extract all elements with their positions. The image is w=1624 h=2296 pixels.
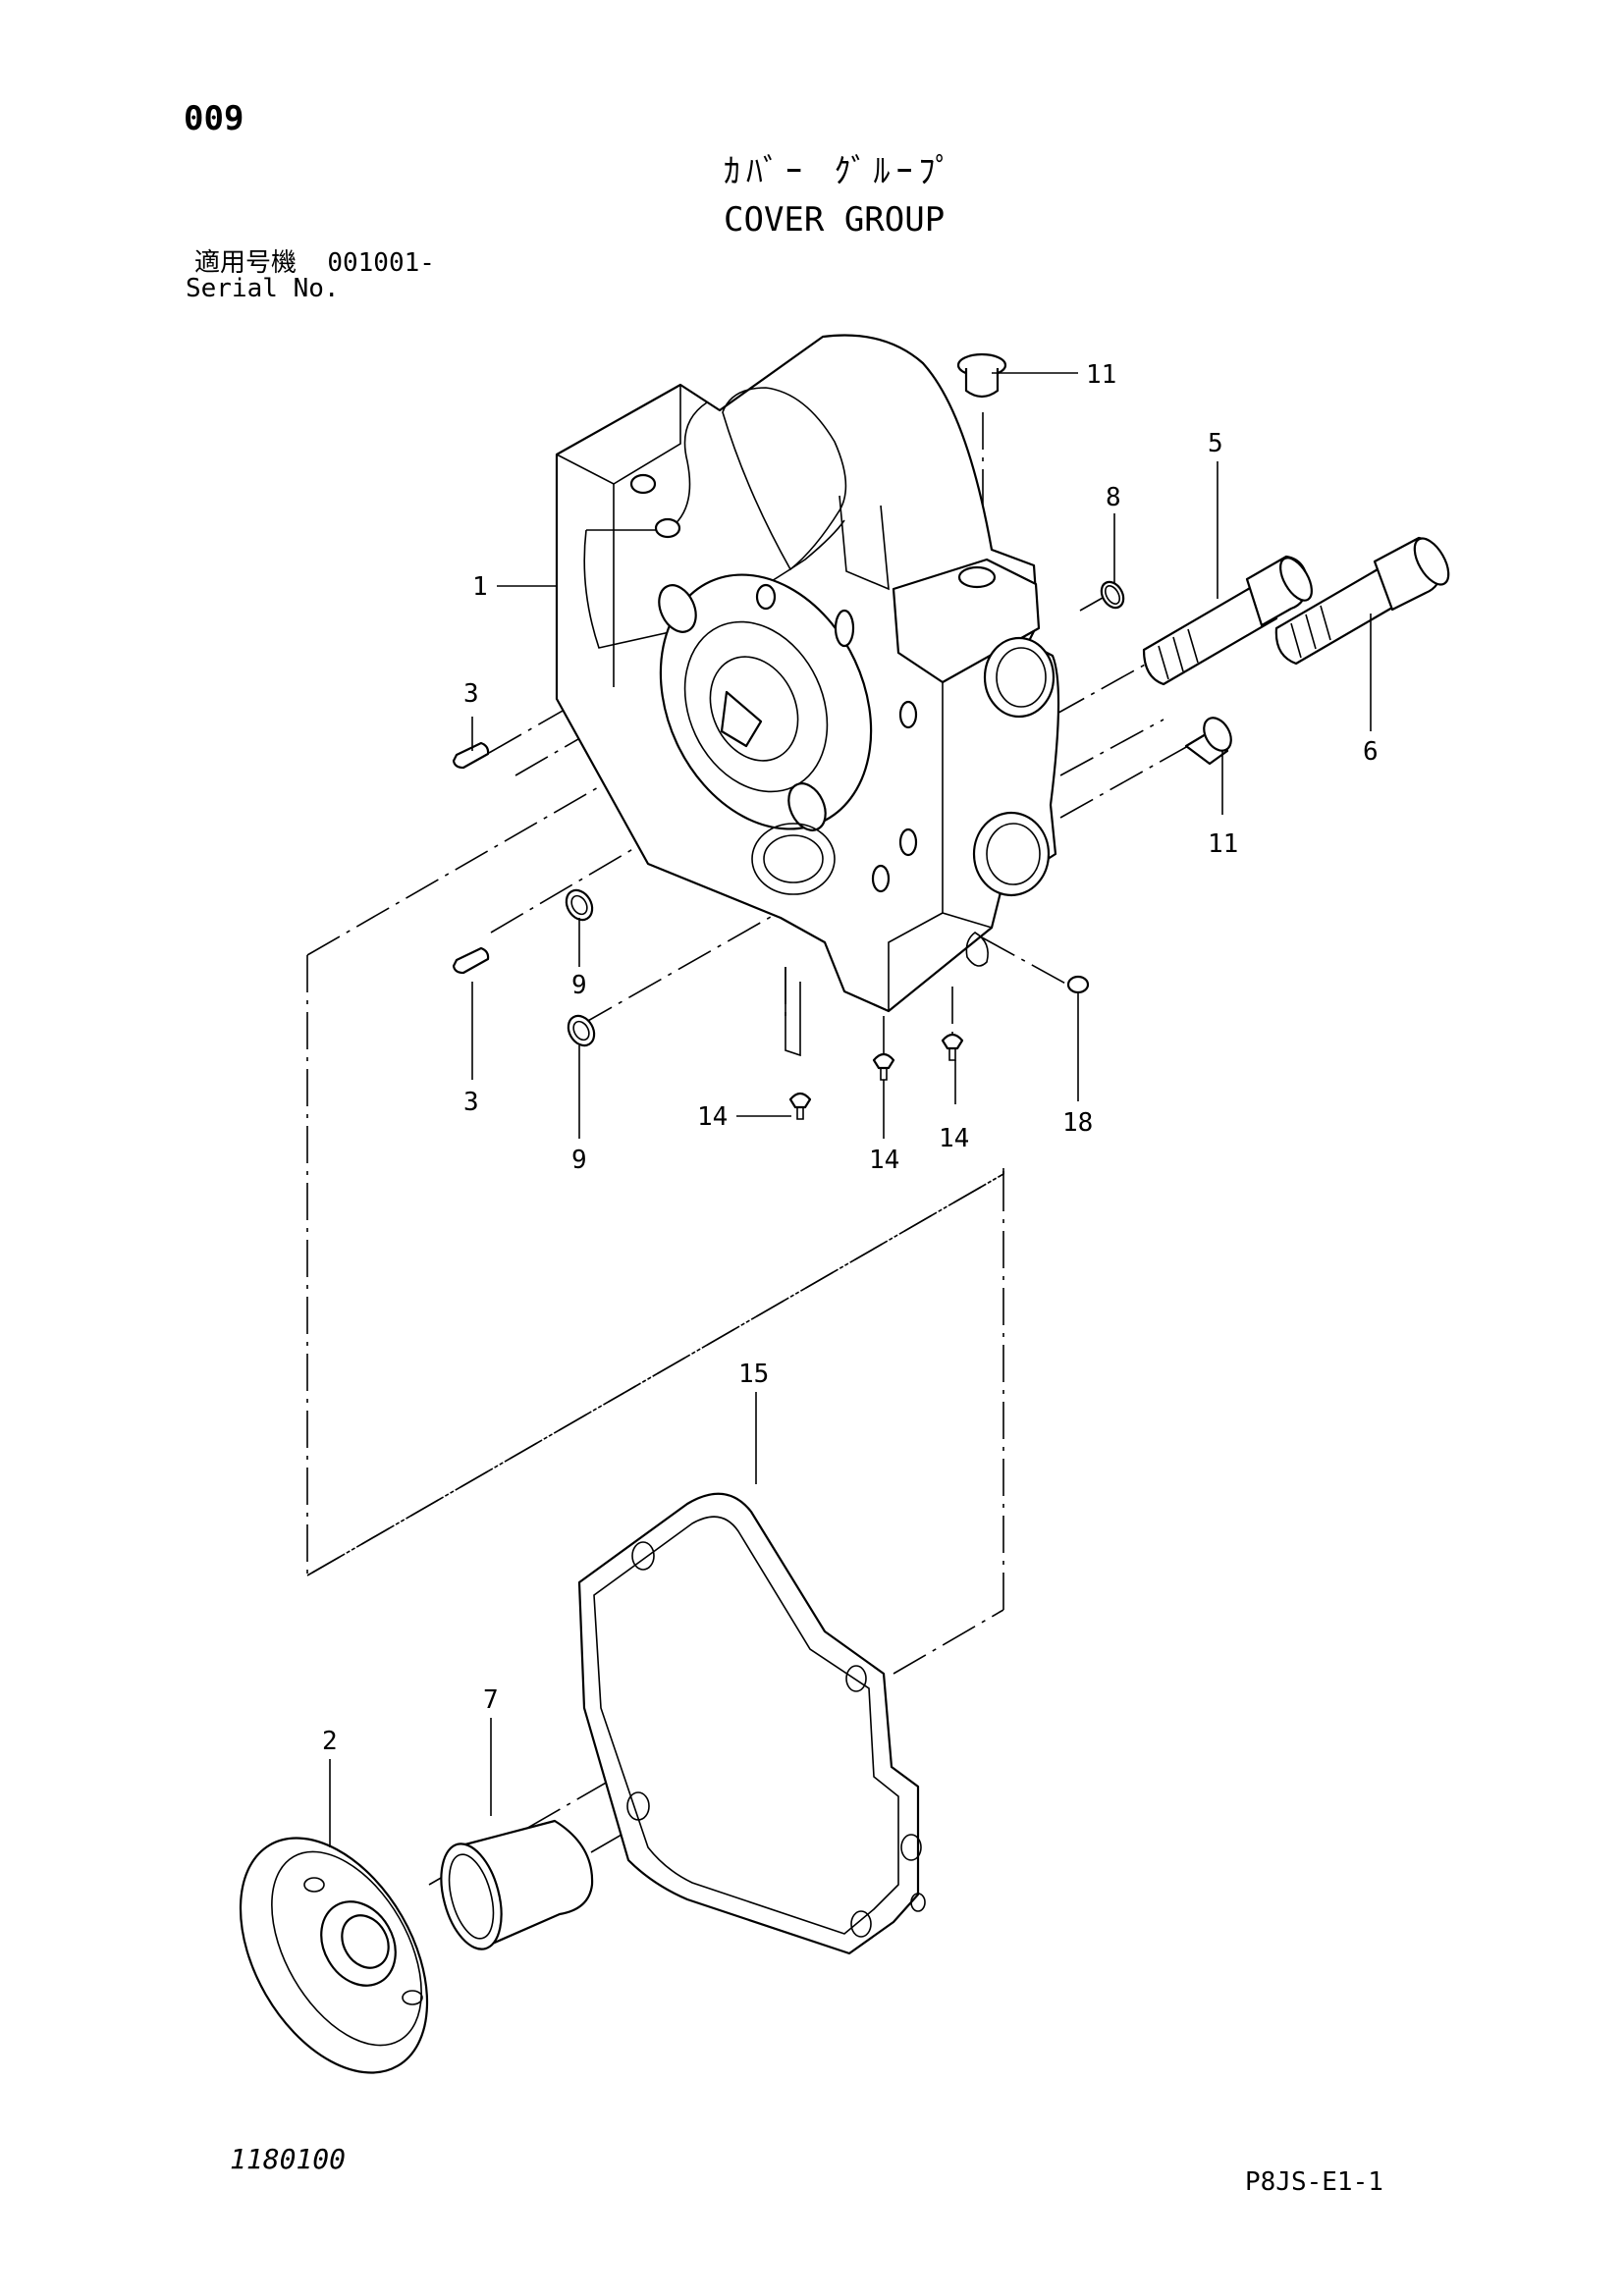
drawing-code: 1180100 [230, 2143, 347, 2175]
page-number: 009 [184, 99, 244, 138]
callout-3-upper: 3 [463, 679, 479, 709]
o-ring-part-9-upper [565, 888, 594, 922]
callout-14-b: 14 [869, 1146, 899, 1175]
callout-labels: 1 2 3 3 5 6 7 8 9 9 11 11 14 14 14 15 18 [322, 360, 1379, 1756]
callout-2: 2 [322, 1727, 338, 1756]
callout-5: 5 [1208, 429, 1223, 458]
serial-number-value: 001001- [327, 248, 435, 278]
callout-15: 15 [738, 1360, 769, 1389]
cover-body-part-1 [555, 334, 1060, 1057]
page-code: P8JS-E1-1 [1245, 2167, 1383, 2197]
pin-part-3-upper [452, 741, 490, 770]
callout-9-upper: 9 [571, 971, 587, 1000]
plug-part-11-side [1184, 717, 1232, 766]
callout-14-a: 14 [697, 1102, 728, 1132]
serial-label-jp-text: 適用号機 [194, 248, 298, 278]
callout-1: 1 [472, 572, 488, 602]
socket-bolt-part-6 [1274, 536, 1450, 666]
screw-part-14-a [788, 1092, 812, 1120]
callout-3-lower: 3 [463, 1088, 479, 1117]
socket-bolt-part-5 [1142, 555, 1313, 686]
title-japanese: ｶﾊﾞｰ ｸﾞﾙｰﾌﾟ [724, 152, 958, 191]
callout-7: 7 [483, 1685, 499, 1715]
o-ring-part-9-lower [567, 1014, 596, 1047]
cover-plate-part-2 [239, 1837, 429, 2074]
needle-bearing-part-7 [440, 1819, 594, 1950]
serial-label-english: Serial No. [186, 274, 340, 303]
callout-14-c: 14 [939, 1124, 969, 1153]
gasket-part-15 [577, 1492, 926, 1955]
callout-6: 6 [1363, 737, 1379, 767]
callout-9-lower: 9 [571, 1146, 587, 1175]
leader-lines [329, 372, 1372, 1847]
callout-11-top: 11 [1086, 360, 1116, 390]
o-ring-part-8 [1100, 580, 1125, 610]
callout-18: 18 [1062, 1108, 1093, 1138]
screw-part-14-c [941, 1033, 964, 1061]
callout-11-side: 11 [1208, 829, 1238, 859]
set-screw-part-18 [1066, 975, 1090, 994]
serial-label-japanese: 適用号機 001001- [194, 250, 435, 276]
plug-part-11-top [956, 352, 1007, 399]
screw-part-14-b [872, 1052, 895, 1081]
title-english: COVER GROUP [724, 200, 946, 240]
callout-8: 8 [1106, 483, 1121, 512]
pin-part-3-lower [452, 946, 490, 975]
